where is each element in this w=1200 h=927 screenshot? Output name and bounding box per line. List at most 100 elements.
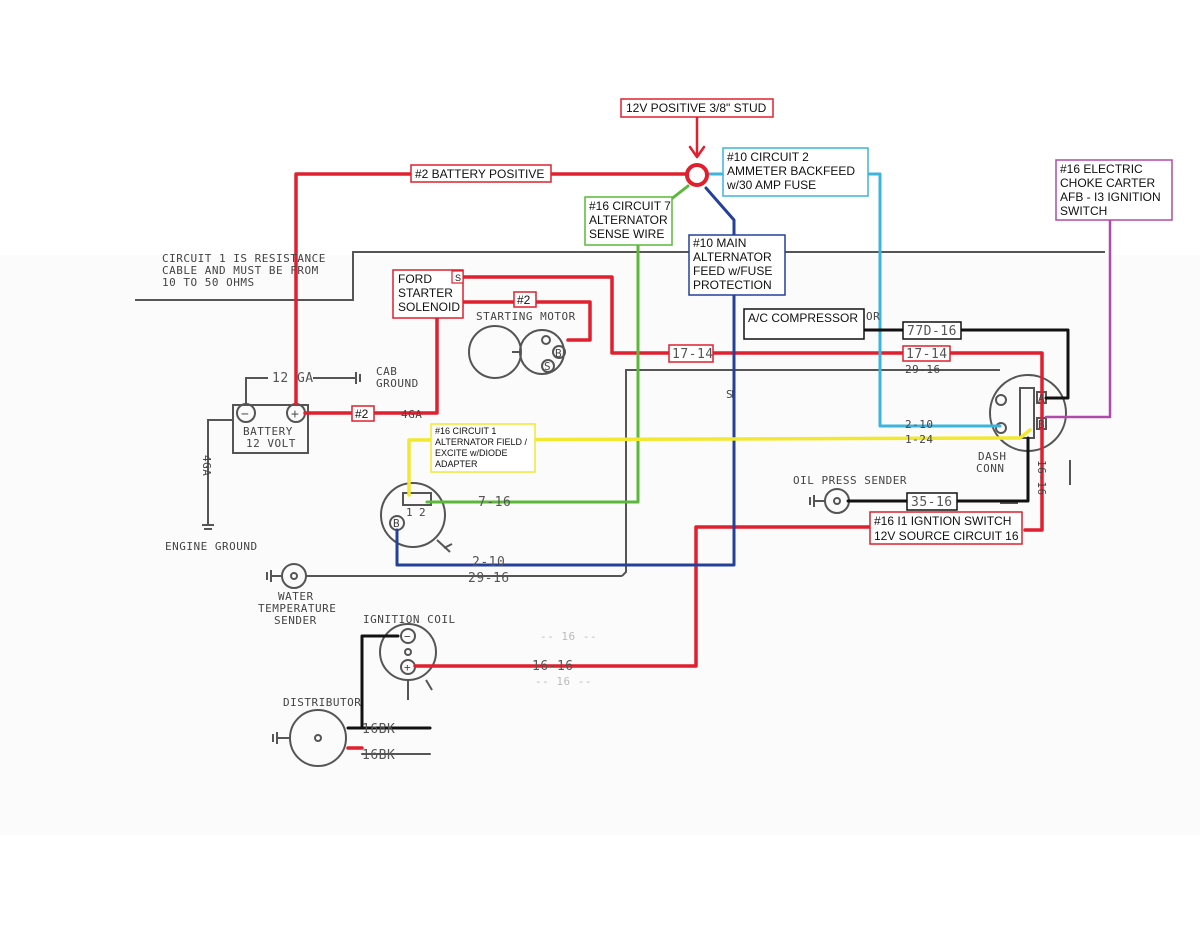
four-ga-vertical-label: 4GA [200, 455, 213, 476]
faded-text: -- 16 -- -- 16 -- [535, 630, 597, 688]
wire-16-16-horizontal-label: 16-16 [532, 659, 574, 674]
battery-positive-text: #2 BATTERY POSITIVE [415, 167, 544, 181]
wire-17-14-text-b: 17-14 [906, 347, 948, 362]
wire-7-16-label: 7-16 [478, 495, 511, 510]
ignition-source-box [869, 511, 1023, 545]
choke-text-4: SWITCH [1060, 204, 1107, 218]
water-sender-label-1: WATER [278, 590, 314, 603]
s-mark-label: S [726, 388, 733, 401]
four-ga-horizontal-label: 4GA [401, 408, 422, 421]
annotation-boxes: 12V POSITIVE 3/8" STUD #2 BATTERY POSITI… [351, 98, 1173, 545]
solenoid-text-1: FORD [398, 272, 432, 286]
wire-16bk-label-a: 16BK [362, 722, 395, 737]
choke-text-2: CHOKE CARTER [1060, 176, 1155, 190]
distributor-black-wire [360, 634, 432, 730]
wire-29-16-top-label: 29-16 [905, 363, 941, 376]
ignition-coil-label: IGNITION COIL [363, 613, 456, 626]
solenoid-wire-box [513, 291, 537, 308]
positive-stud-ring [685, 163, 709, 187]
circuit1-box [430, 423, 536, 473]
stud-annotation-box [620, 98, 774, 118]
choke-text-3: AFB - I3 IGNITION [1060, 190, 1161, 204]
battery-label-2: 12 VOLT [246, 437, 296, 450]
battery-wire-text: #2 [355, 407, 369, 421]
solenoid-text-3: SOLENOID [398, 300, 460, 314]
wire-17-14-box-b [902, 345, 951, 362]
wire-17-14 [460, 275, 1044, 532]
battery-label-1: BATTERY [243, 425, 293, 438]
or-label: OR [866, 310, 880, 323]
battery-minus-sign: − [241, 407, 249, 422]
solenoid-s-box [451, 270, 464, 284]
wire-77d-16 [862, 328, 1070, 400]
main-feed-text-4: PROTECTION [693, 278, 772, 292]
choke-box [1055, 159, 1173, 221]
battery-plus-sign: + [291, 407, 299, 422]
alternator-b-terminal: B [393, 517, 400, 530]
wire-77d-16-text: 77D-16 [907, 324, 957, 339]
dash-conn-label-2: CONN [976, 462, 1005, 475]
wire-2-10-dash-label: 2-10 [905, 418, 934, 431]
engine-ground-label: ENGINE GROUND [165, 540, 258, 553]
main-feed-text-3: FEED w/FUSE [693, 264, 772, 278]
motor-b-terminal: B [555, 347, 562, 360]
gauge-wire-29-16 [621, 369, 1000, 577]
circuit7-text-3: SENSE WIRE [589, 227, 664, 241]
wire-35-16-text: 35-16 [911, 495, 953, 510]
ignition-source-text-2: 12V SOURCE CIRCUIT 16 [874, 529, 1019, 543]
main-feed-text-2: ALTERNATOR [693, 250, 772, 264]
wire-1-24-label: 1-24 [905, 433, 934, 446]
dash-conn-label-1: DASH [978, 450, 1007, 463]
coil-plus-sign: + [404, 661, 411, 674]
dash-terminal-b: B [1038, 418, 1045, 431]
stud-annotation-text: 12V POSITIVE 3/8" STUD [626, 101, 767, 115]
water-sender-label-3: SENDER [274, 614, 317, 627]
main-feed-box [688, 234, 786, 296]
ignition-source-text-1: #16 I1 IGNTION SWITCH [874, 514, 1011, 528]
circuit7-box [584, 196, 673, 246]
dash-terminal-a: A [1038, 392, 1045, 405]
wire-2-10-bottom-label: 2-10 [472, 555, 505, 570]
wire-16bk-label-b: 16BK [362, 748, 395, 763]
battery-wire-box [351, 405, 375, 422]
circuit7-text-2: ALTERNATOR [589, 213, 668, 227]
svg-text:-- 16 --: -- 16 -- [540, 630, 597, 643]
alternator-terminal-1: 1 [406, 506, 413, 519]
resistance-note-line-3: 10 TO 50 OHMS [162, 276, 255, 289]
wire-16-16-vertical-label: 16-16 [1035, 460, 1048, 496]
choke-text-1: #16 ELECTRIC [1060, 162, 1143, 176]
oil-sender-label: OIL PRESS SENDER [793, 474, 907, 487]
battery-positive-wire [294, 172, 690, 406]
water-sender-label-2: TEMPERATURE [258, 602, 336, 615]
wire-35-16-box [906, 492, 958, 511]
circuit1-text-2: ALTERNATOR FIELD / [435, 437, 528, 447]
solenoid-s-text: S [455, 273, 461, 283]
ac-compressor-text: A/C COMPRESSOR [748, 311, 858, 325]
battery-ground-lead [245, 377, 268, 404]
handwritten-labels: CIRCUIT 1 IS RESISTANCE CABLE AND MUST B… [162, 252, 1048, 763]
wire-77d-16-box [902, 321, 962, 340]
resistance-note-line-2: CABLE AND MUST BE FROM [162, 264, 319, 277]
coil-minus-sign: − [404, 630, 411, 643]
cab-ground-label-2: GROUND [376, 377, 419, 390]
circuit7-text-1: #16 CIRCUIT 7 [589, 199, 671, 213]
solenoid-wire-text: #2 [517, 293, 531, 307]
cab-ground-label-1: CAB [376, 365, 397, 378]
resistance-note-line-1: CIRCUIT 1 IS RESISTANCE [162, 252, 326, 265]
alternator-excite-wire [407, 428, 1032, 497]
main-feed-text-1: #10 MAIN [693, 236, 746, 250]
circuit2-text-1: #10 CIRCUIT 2 [727, 150, 809, 164]
circuit1-text-1: #16 CIRCUIT 1 [435, 426, 496, 436]
battery-body [232, 404, 309, 454]
circuit2-box [722, 147, 869, 197]
alternator-terminal-2: 2 [419, 506, 426, 519]
circuit2-text-3: w/30 AMP FUSE [726, 178, 816, 192]
wire-29-16-bottom-label: 29-16 [468, 571, 510, 586]
alternator-body [380, 482, 446, 548]
ac-compressor-box [743, 308, 865, 340]
solenoid-box [392, 269, 464, 319]
main-alternator-feed-wire [395, 186, 736, 567]
wire-17-14-text-a: 17-14 [672, 347, 714, 362]
svg-text:-- 16 --: -- 16 -- [535, 675, 592, 688]
